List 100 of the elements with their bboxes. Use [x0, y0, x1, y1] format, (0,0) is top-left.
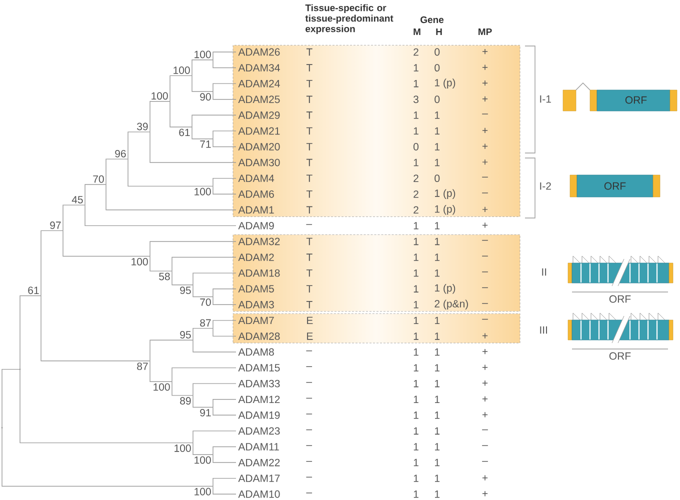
- table-cell: T: [306, 174, 312, 182]
- tree-branch: [84, 184, 106, 206]
- table-cell: 1: [435, 380, 440, 388]
- table-cell: 0: [434, 64, 440, 72]
- table-cell: T: [306, 238, 312, 246]
- bootstrap-value: 95: [180, 286, 191, 294]
- table-cell: +: [482, 160, 488, 165]
- column-header: Gene: [420, 16, 444, 24]
- table-cell: 1: [435, 364, 440, 372]
- table-cell: T: [306, 190, 312, 198]
- bootstrap-value: 100: [194, 456, 211, 464]
- tree-branch: [150, 241, 236, 257]
- table-cell: T: [306, 48, 312, 56]
- shaded-group-box: [232, 45, 520, 217]
- gene-name: ADAM10: [238, 490, 280, 498]
- tree-branch: [212, 454, 236, 463]
- table-cell: 1: [414, 348, 418, 356]
- bootstrap-value: 70: [200, 298, 211, 306]
- table-cell: –: [482, 429, 488, 430]
- tree-branch: [170, 101, 192, 128]
- gene-name: ADAM24: [238, 80, 280, 88]
- bootstrap-value: 96: [115, 150, 126, 158]
- tree-branch: [150, 132, 236, 163]
- bootstrap-value: 100: [194, 50, 211, 58]
- table-cell: +: [482, 144, 488, 149]
- bootstrap-value: 45: [72, 196, 83, 204]
- gene-name: ADAM5: [238, 285, 274, 293]
- table-cell: 1: [435, 238, 440, 246]
- table-cell: +: [482, 348, 488, 354]
- table-cell: –: [306, 382, 312, 383]
- tree-branch: [172, 381, 194, 396]
- tree-branch: [150, 360, 172, 382]
- tree-branch: [20, 295, 42, 370]
- table-cell: 1: [435, 254, 440, 261]
- table-cell: 1: [435, 427, 440, 435]
- table-cell: –: [306, 476, 312, 478]
- table-cell: 0: [434, 48, 440, 56]
- table-cell: 0: [414, 143, 418, 150]
- table-cell: 2: [414, 174, 418, 182]
- tree-branch: [192, 60, 214, 76]
- table-cell: 1: [414, 427, 418, 435]
- table-cell: 1: [435, 474, 440, 482]
- gene-name: ADAM3: [238, 300, 274, 308]
- gene-name: ADAM25: [238, 96, 280, 104]
- table-cell: +: [482, 222, 488, 228]
- table-cell: 1: [435, 332, 440, 340]
- table-cell: +: [482, 80, 488, 86]
- bootstrap-value: 100: [194, 188, 211, 196]
- table-cell: 1: [435, 316, 440, 324]
- gene-name: ADAM26: [238, 48, 280, 56]
- table-cell: –: [482, 461, 488, 462]
- table-cell: –: [306, 224, 312, 225]
- table-cell: –: [306, 429, 312, 430]
- table-cell: 1 (p): [435, 78, 456, 88]
- tree-branch: [192, 114, 236, 128]
- tree-branch: [212, 52, 236, 60]
- gene-name: ADAM1: [238, 206, 274, 214]
- table-cell: –: [306, 366, 312, 367]
- table-cell: 1: [414, 458, 418, 466]
- table-cell: T: [306, 96, 312, 103]
- group-label: I-2: [540, 182, 551, 190]
- column-header: MP: [478, 28, 492, 35]
- table-cell: +: [482, 364, 488, 370]
- table-cell: +: [482, 128, 488, 134]
- group-label: I-1: [540, 95, 551, 103]
- shaded-group-box: [232, 313, 520, 344]
- gene-name: ADAM20: [238, 143, 280, 150]
- gene-name: ADAM23: [238, 427, 280, 435]
- tree-branch: [192, 328, 214, 341]
- table-cell: –: [482, 445, 488, 446]
- table-cell: +: [482, 206, 488, 212]
- tree-branch: [212, 288, 236, 298]
- tree-branch: [20, 368, 194, 444]
- table-cell: T: [306, 285, 312, 292]
- gene-name: ADAM21: [238, 127, 280, 135]
- tree-branch: [84, 204, 236, 226]
- table-cell: 1: [414, 364, 418, 372]
- tree-branch: [192, 430, 236, 444]
- tree-branch: [212, 478, 236, 487]
- tree-branch: [212, 186, 236, 194]
- gene-name: ADAM9: [238, 222, 274, 230]
- table-cell: 1: [414, 301, 418, 308]
- table-cell: T: [306, 64, 312, 72]
- bootstrap-value: 87: [137, 362, 148, 370]
- table-cell: T: [306, 206, 312, 214]
- table-cell: 1: [435, 412, 440, 419]
- table-cell: –: [306, 445, 312, 446]
- table-cell: 1: [414, 443, 418, 450]
- gene-name: ADAM28: [238, 332, 280, 340]
- table-cell: +: [482, 380, 488, 386]
- tree-branch: [192, 340, 236, 352]
- gene-name: ADAM4: [238, 174, 274, 182]
- table-cell: –: [482, 303, 488, 304]
- table-cell: 1: [414, 474, 418, 482]
- table-cell: 1: [414, 396, 418, 403]
- table-cell: +: [482, 475, 488, 480]
- table-cell: 1: [435, 458, 440, 466]
- table-cell: 1: [414, 332, 418, 340]
- table-cell: 0: [434, 174, 440, 182]
- column-header: Tissue-specific or tissue-predominant expression: [305, 4, 394, 34]
